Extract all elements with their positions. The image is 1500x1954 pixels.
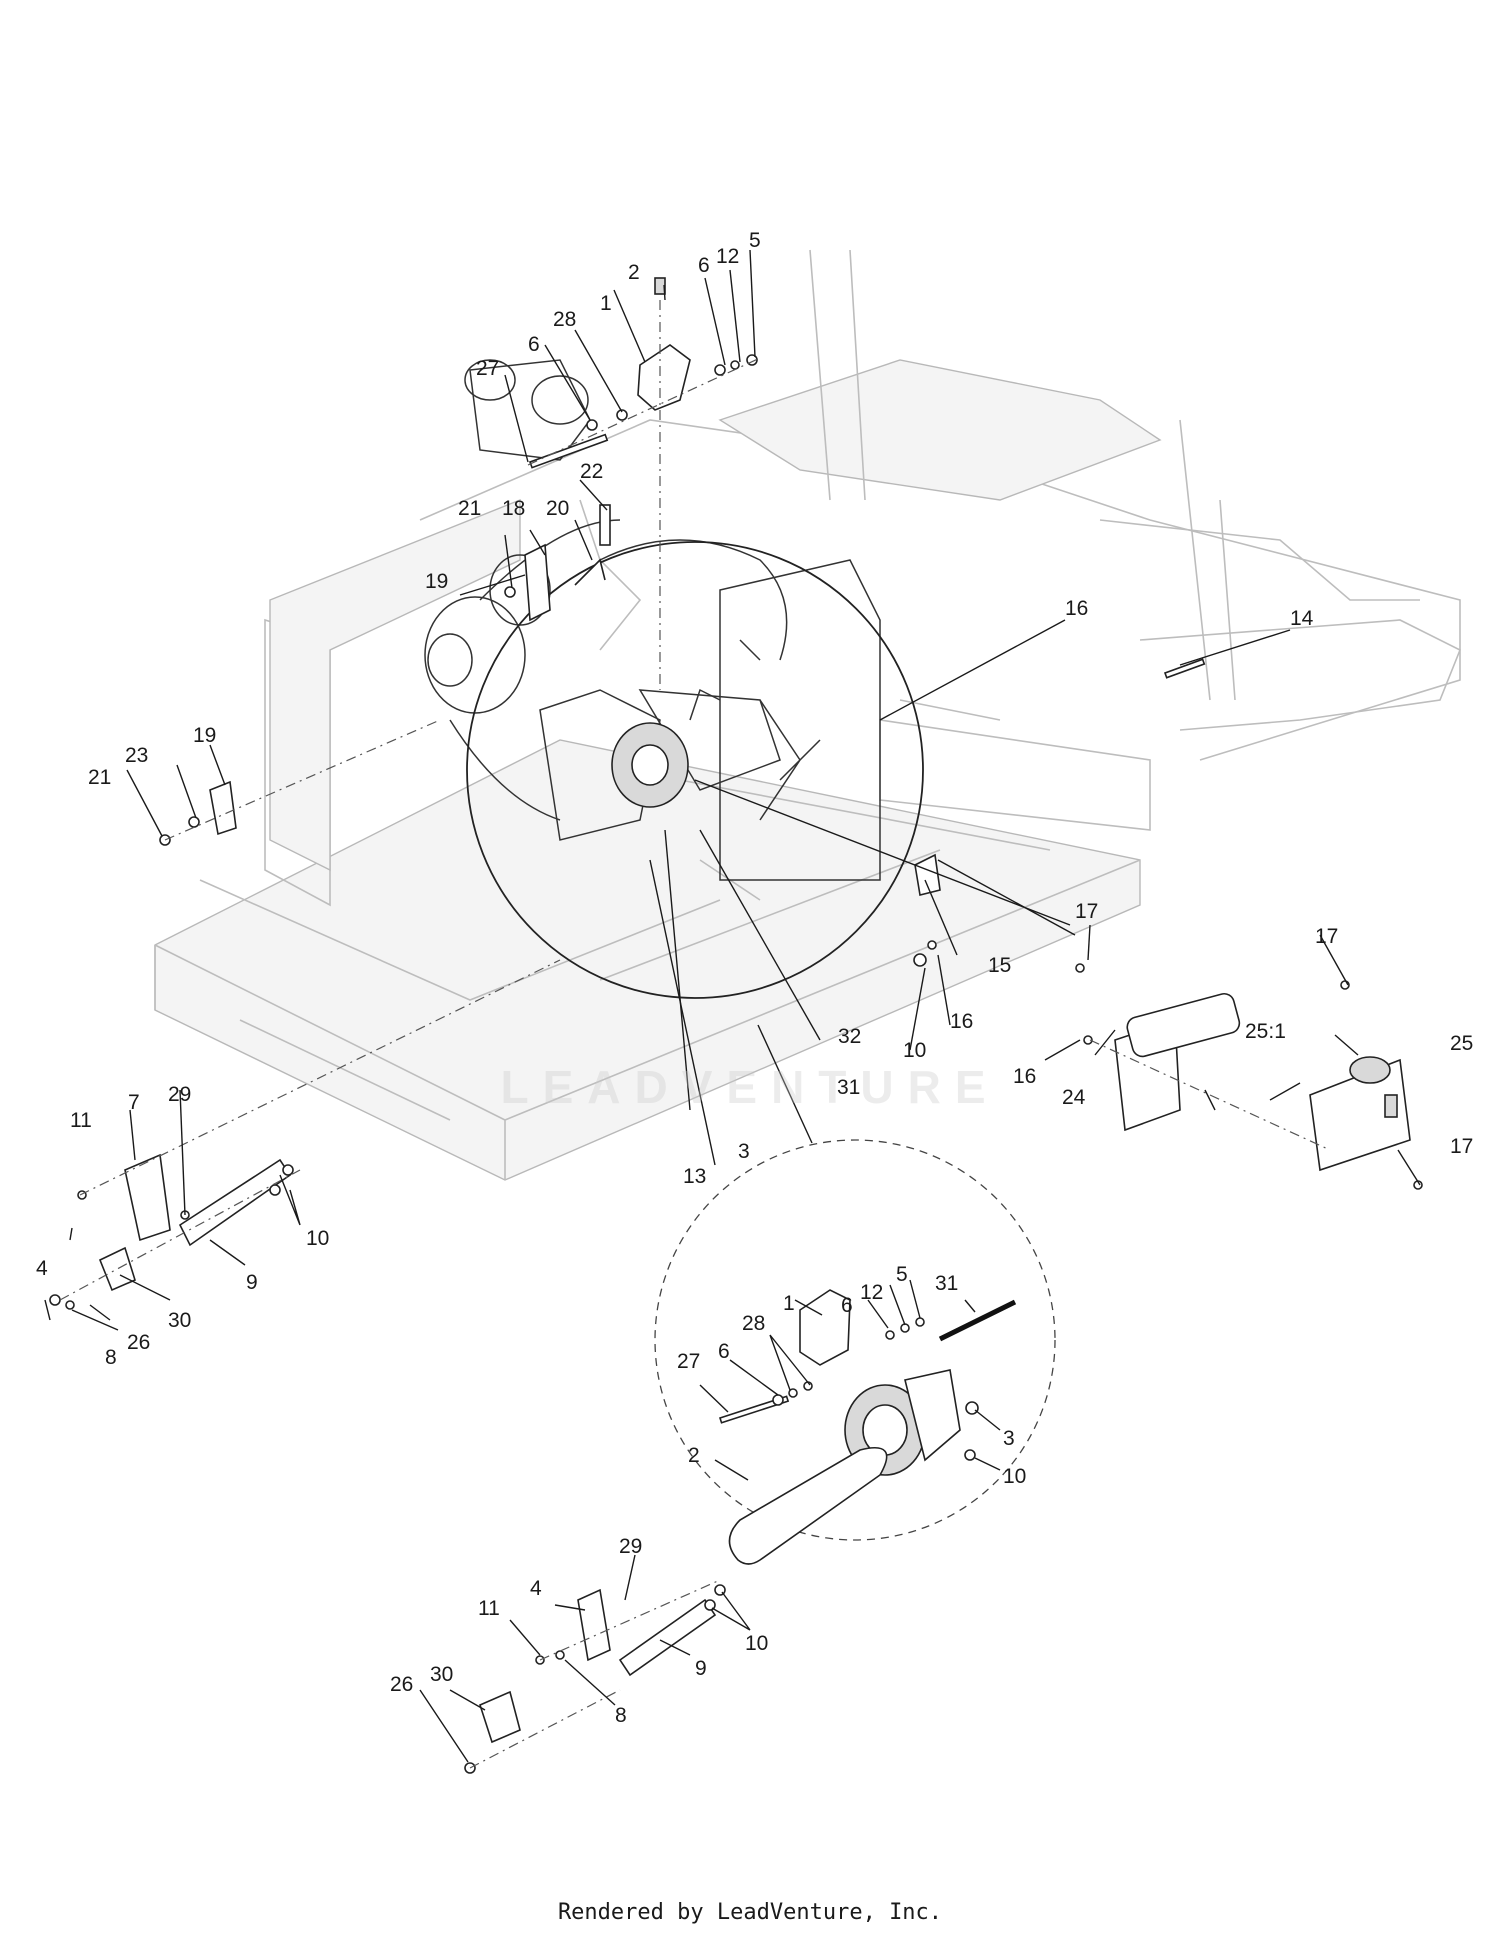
callout-32: 32	[838, 1025, 861, 1048]
callout-detail-11: 11	[478, 1597, 500, 1620]
callout-29: 29	[168, 1083, 191, 1106]
engine-assembly	[424, 359, 881, 881]
callout-6: 6	[528, 333, 540, 356]
callout-3: 3	[738, 1140, 750, 1163]
reservoir-group	[1075, 963, 1423, 1190]
callout-25: 25	[1450, 1032, 1473, 1055]
detail-view-circle	[654, 1139, 1056, 1541]
callout-17: 17	[1450, 1135, 1473, 1158]
callout-7: 7	[128, 1091, 140, 1114]
callout-22: 22	[580, 460, 603, 483]
callout-21: 21	[458, 497, 481, 520]
callout-10: 10	[306, 1227, 329, 1250]
callout-26: 26	[127, 1331, 150, 1354]
callout-18: 18	[502, 497, 525, 520]
turbo-bracket-group	[159, 504, 611, 846]
callout-11: 11	[70, 1109, 92, 1132]
leader-lines	[44, 249, 1421, 1763]
callout-detail-5: 5	[896, 1263, 908, 1286]
callout-31: 31	[837, 1076, 860, 1099]
callout-detail-6: 6	[841, 1294, 853, 1317]
callout-detail-30: 30	[430, 1663, 453, 1686]
callout-23: 23	[125, 744, 148, 767]
callout-detail-10: 10	[1003, 1465, 1026, 1488]
right-bracket-group	[913, 658, 1206, 967]
callout-1: 1	[600, 292, 612, 315]
callout-2: 2	[628, 261, 640, 284]
callout-21: 21	[88, 766, 111, 789]
callout-20: 20	[546, 497, 569, 520]
callout-19: 19	[425, 570, 448, 593]
callout-detail-12: 12	[860, 1281, 883, 1304]
callout-17: 17	[1075, 900, 1098, 923]
callout-24: 24	[1062, 1086, 1086, 1109]
frame-ghost	[154, 249, 1462, 1181]
callout-14: 14	[1290, 607, 1314, 630]
callout-detail-8: 8	[615, 1704, 627, 1727]
callout-9: 9	[246, 1271, 258, 1294]
upper-bracket-group	[527, 277, 761, 690]
callout-8: 8	[105, 1346, 117, 1369]
callout-detail-9: 9	[695, 1657, 707, 1680]
callout-16: 16	[950, 1010, 973, 1033]
callout-28: 28	[553, 308, 576, 331]
callout-detail-1: 1	[783, 1292, 795, 1315]
callout-4: 4	[36, 1257, 48, 1280]
detail-connector	[757, 1024, 813, 1144]
callout-detail-3: 3	[1003, 1427, 1015, 1450]
callout-detail-10: 10	[745, 1632, 768, 1655]
lower-bracket-group	[49, 959, 561, 1310]
callout-detail-26: 26	[390, 1673, 413, 1696]
engine-highlight-circle	[466, 541, 924, 999]
callout-detail-28: 28	[742, 1312, 765, 1335]
callout-15: 15	[988, 954, 1011, 977]
callout-16: 16	[1065, 597, 1088, 620]
callout-12: 12	[716, 245, 739, 268]
callout-30: 30	[168, 1309, 191, 1332]
callout-25-1: 25:1	[1245, 1020, 1286, 1043]
callout-detail-31: 31	[935, 1272, 958, 1295]
callout-19: 19	[193, 724, 216, 747]
callout-detail-27: 27	[677, 1350, 700, 1373]
callout-13: 13	[683, 1165, 706, 1188]
callout-detail-2: 2	[688, 1444, 700, 1467]
callout-detail-6: 6	[718, 1340, 730, 1363]
callout-16: 16	[1013, 1065, 1036, 1088]
callout-labels: 2 6 12 5 1 28 6 27 22 21 18 20 19 16 14 …	[36, 229, 1473, 1727]
callout-10: 10	[903, 1039, 926, 1062]
callout-detail-4: 4	[530, 1577, 542, 1600]
callout-6: 6	[698, 254, 710, 277]
callout-detail-29: 29	[619, 1535, 642, 1558]
footer-credit: Rendered by LeadVenture, Inc.	[557, 1900, 943, 1925]
callout-5: 5	[749, 229, 761, 252]
callout-27: 27	[476, 357, 499, 380]
detail-parts	[464, 1289, 1017, 1774]
callout-17: 17	[1315, 925, 1338, 948]
